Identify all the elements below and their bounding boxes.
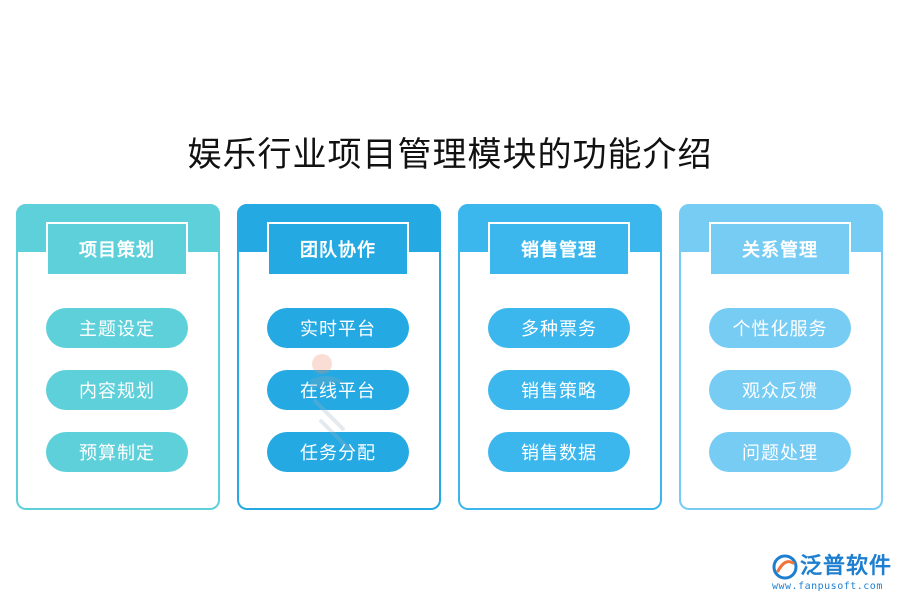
module-item: 问题处理 [709,432,851,472]
module-card-3: 关系管理 个性化服务 观众反馈 问题处理 [679,204,883,510]
module-item: 实时平台 [267,308,409,348]
module-item: 内容规划 [46,370,188,410]
module-header: 销售管理 [488,222,630,276]
page-title: 娱乐行业项目管理模块的功能介绍 [187,135,713,175]
brand: 泛普软件 www.fanpusoft.com [766,552,896,596]
brand-url: www.fanpusoft.com [772,581,883,592]
brand-name: 泛普软件 [800,554,893,579]
module-header: 团队协作 [267,222,409,276]
module-row: 项目策划 主题设定 内容规划 预算制定 团队协作 实时平台 在线平台 任务分配 … [16,204,886,510]
module-item: 销售策略 [488,370,630,410]
module-item: 观众反馈 [709,370,851,410]
module-item: 多种票务 [488,308,630,348]
module-header: 关系管理 [709,222,851,276]
module-card-2: 销售管理 多种票务 销售策略 销售数据 [458,204,662,510]
module-header: 项目策划 [46,222,188,276]
module-item: 销售数据 [488,432,630,472]
module-card-0: 项目策划 主题设定 内容规划 预算制定 [16,204,220,510]
module-item: 预算制定 [46,432,188,472]
module-card-1: 团队协作 实时平台 在线平台 任务分配 [237,204,441,510]
module-item: 任务分配 [267,432,409,472]
module-item: 在线平台 [267,370,409,410]
fanpu-logo-icon [772,554,798,580]
watermark-logo-icon [310,354,352,452]
module-item: 主题设定 [46,308,188,348]
module-item: 个性化服务 [709,308,851,348]
